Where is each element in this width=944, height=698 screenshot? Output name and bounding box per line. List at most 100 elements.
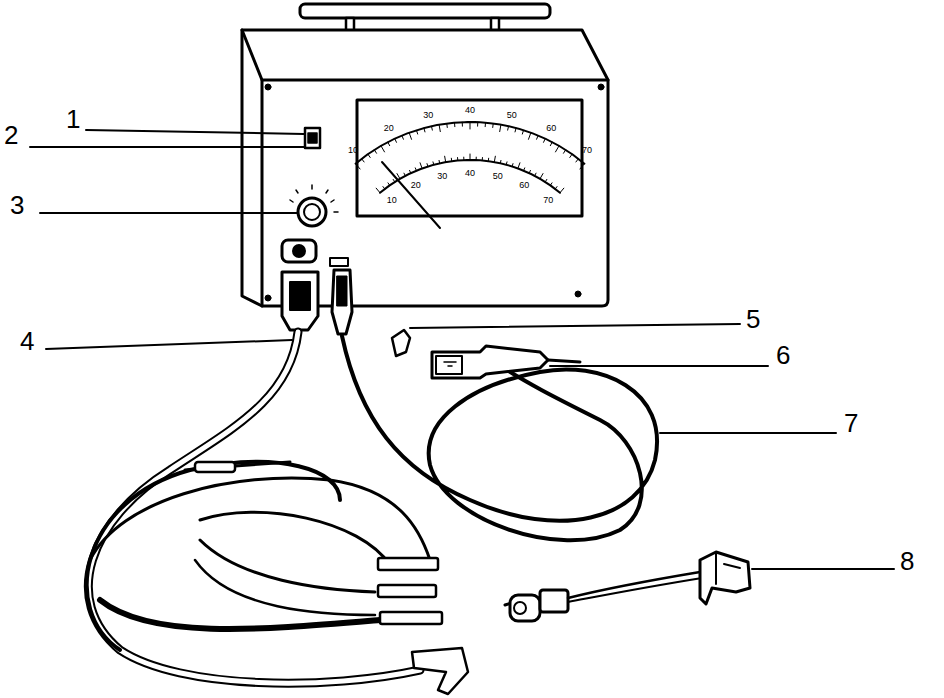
scale-tick [404,173,405,176]
scale-number: 40 [465,169,475,178]
scale-tick [555,187,557,189]
callout-number: 1 [66,106,80,132]
scale-tick [420,163,422,169]
adapter-clip [392,330,410,356]
switch-lever [308,133,317,143]
adjust-knob [298,198,326,226]
scale-tick [515,128,516,132]
test-lead-bundle [87,332,468,694]
scale-tick [409,133,411,140]
scale-tick [381,146,385,152]
sensor [505,552,750,621]
scale-tick [424,128,425,132]
outer-scale-arc [356,122,585,164]
scale-tick [470,122,471,129]
scale-tick [457,158,458,161]
meter-scale [356,122,585,193]
scale-tick [522,130,523,134]
scale-tick [563,150,565,153]
scale-tick [454,123,455,127]
scale-number: 50 [493,172,503,181]
scale-tick [576,159,578,162]
scale-tick [383,187,385,189]
scale-tick [550,142,552,146]
meter-window [357,100,582,216]
scale-tick [518,163,520,169]
callout-number: 4 [20,328,34,354]
scale-number: 70 [543,195,553,204]
scale-tick [512,164,514,167]
housing-edge [261,80,264,306]
scale-tick [492,124,494,128]
screw [598,84,604,90]
carry-handle [300,4,550,18]
scale-tick [560,188,564,193]
housing-edge [242,30,608,80]
callout-number: 3 [10,192,24,218]
scale-tick [524,168,525,171]
switch [305,128,320,148]
single-plug [332,270,352,334]
screw [265,84,271,90]
leader-lines [30,130,894,569]
scale-tick [470,154,471,160]
scale-tick [545,179,547,182]
scale-number: 10 [348,146,358,155]
scale-tick [507,126,509,130]
scale-tick [528,133,530,140]
scale-number: 60 [546,124,556,133]
socket-hole [293,245,305,257]
scale-number: 50 [507,110,517,119]
housing [242,30,608,306]
knob-cap [304,204,320,220]
scale-tick [395,139,397,143]
scale-tick [544,139,546,143]
scale-tick [388,142,390,146]
multi-plug [282,272,318,330]
scale-number: 30 [423,110,433,119]
scale-tick [462,122,463,126]
scale-tick [356,164,360,169]
scale-tick [415,168,416,171]
scale-tick [432,162,434,165]
scale-tick [540,174,543,179]
scale-tick [368,154,370,157]
scale-tick [362,159,364,162]
socket [330,258,348,266]
scale-number: 20 [384,124,394,133]
scale-tick [485,123,486,127]
scale-number: 60 [519,181,529,190]
scale-tick [482,158,483,161]
scale-tick [580,164,584,169]
scale-tick [500,160,502,163]
scale-number: 10 [387,195,397,204]
scale-tick [439,125,440,132]
scale-tick [506,162,508,165]
callout-number: 5 [746,306,760,332]
scale-tick [416,130,417,134]
scale-tick [410,170,411,173]
scale-tick [463,157,464,160]
socket [282,240,316,262]
scale-tick [445,156,446,162]
scale-number: 40 [465,106,475,115]
scale-tick [535,173,536,176]
scale-tick [446,124,448,128]
scale-tick [402,136,404,140]
scale-number: 30 [437,172,447,181]
screw [265,295,271,301]
scale-tick [500,125,501,132]
scale-tick [488,158,489,161]
screw [575,291,581,297]
scale-tick [397,174,400,179]
plug-grip [290,282,310,310]
callout-number: 8 [900,548,914,574]
scale-tick [431,126,433,130]
scale-tick [388,183,390,185]
callout-number: 6 [776,342,790,368]
scale-tick [374,150,376,153]
scale-number: 70 [582,146,592,155]
scale-tick [537,136,539,140]
scale-tick [529,170,530,173]
scale-tick [494,156,495,162]
